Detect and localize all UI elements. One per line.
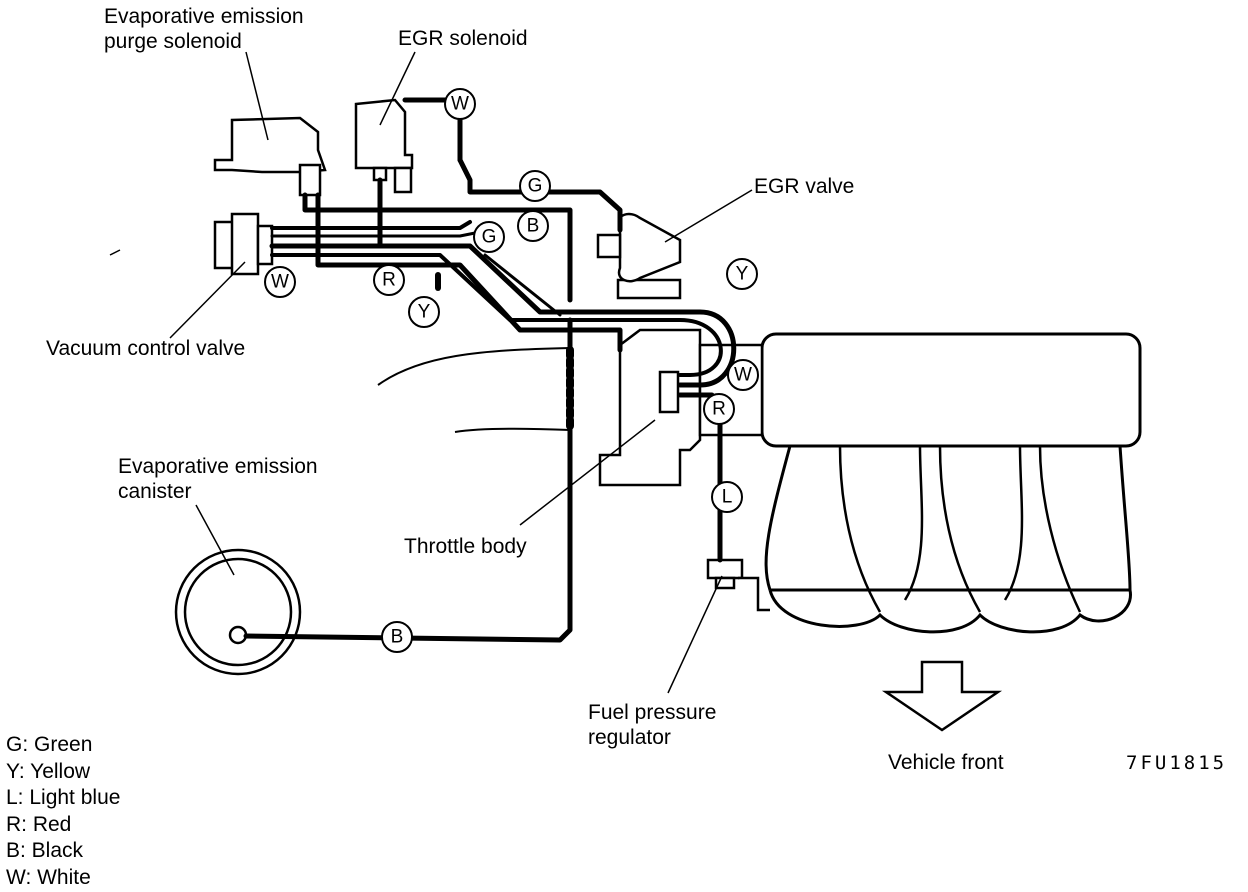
intake-runners [838, 445, 1082, 613]
callout-lines [109, 51, 753, 694]
hose-tag-r-right: R [703, 393, 735, 425]
hose-tag-w-egr: W [444, 88, 476, 120]
hose-tag-y-right: Y [726, 258, 758, 290]
hose-tag-g-mid: G [473, 221, 505, 253]
svg-text:G: G [482, 227, 497, 248]
svg-text:Y: Y [418, 302, 431, 323]
legend-item: W: White [6, 865, 91, 889]
label-canister-line1: Evaporative emission [118, 455, 318, 478]
label-purge-solenoid-line2: purge solenoid [104, 30, 242, 53]
throttle-body [598, 328, 764, 487]
legend-item: R: Red [6, 812, 72, 836]
label-throttle-body: Throttle body [404, 535, 527, 558]
svg-text:G: G [528, 176, 543, 197]
label-purge-solenoid: Evaporative emission purge solenoid [104, 4, 304, 54]
hose-tag-r-left: R [373, 264, 405, 296]
legend-item: L: Light blue [6, 786, 121, 809]
svg-text:Y: Y [736, 264, 749, 285]
egr-solenoid [354, 98, 414, 194]
fuel-pressure-regulator [706, 558, 770, 612]
egr-valve [596, 212, 682, 300]
figure-code: 7FU1815 [1126, 752, 1228, 774]
legend-item: G: Green [6, 733, 93, 756]
label-vehicle-front: Vehicle front [888, 751, 1004, 774]
svg-text:W: W [271, 272, 289, 293]
hose-tag-b-canister: B [381, 621, 413, 653]
label-canister-line2: canister [118, 480, 192, 503]
svg-text:R: R [382, 270, 396, 291]
hose-tag-y-left: Y [408, 296, 440, 328]
vehicle-front-arrow [881, 660, 1003, 732]
svg-text:W: W [734, 365, 752, 386]
svg-text:R: R [712, 399, 726, 420]
hose-tag-b-mid: B [517, 210, 549, 242]
label-egr-solenoid: EGR solenoid [398, 27, 528, 50]
label-vacuum-control-valve: Vacuum control valve [46, 337, 246, 360]
label-purge-solenoid-line1: Evaporative emission [104, 5, 304, 28]
intake-plenum [760, 332, 1142, 634]
label-fuel-reg-line1: Fuel pressure [588, 701, 717, 724]
color-legend: G: Green Y: Yellow L: Light blue R: Red … [6, 732, 120, 891]
svg-text:B: B [391, 627, 404, 648]
hose-tag-w-vcv: W [264, 266, 296, 298]
body-contours [377, 347, 571, 433]
vacuum-control-valve [213, 212, 274, 276]
legend-item: Y: Yellow [6, 759, 91, 783]
label-fuel-reg-line2: regulator [588, 726, 671, 749]
label-canister: Evaporative emission canister [118, 454, 318, 504]
svg-text:L: L [722, 487, 733, 508]
purge-solenoid [213, 116, 327, 197]
svg-text:W: W [451, 94, 469, 115]
label-egr-valve: EGR valve [754, 175, 855, 198]
hose-tag-g-top: G [519, 170, 551, 202]
hose-tag-w-right: W [727, 359, 759, 391]
canister [174, 548, 302, 676]
svg-text:B: B [527, 216, 540, 237]
hose-tag-l-fuel: L [711, 481, 743, 513]
label-fuel-pressure-regulator: Fuel pressure regulator [588, 700, 716, 750]
legend-item: B: Black [6, 839, 84, 862]
